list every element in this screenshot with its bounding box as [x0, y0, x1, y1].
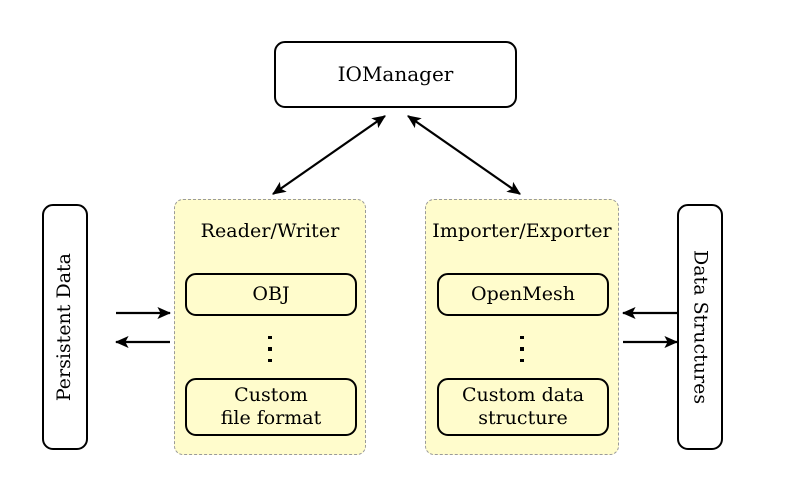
- node-iomanager[interactable]: IOManager: [274, 41, 517, 108]
- ellipsis-reader-writer: [175, 336, 365, 362]
- node-custom-data-structure-label: Custom data structure: [461, 383, 585, 429]
- group-importer-exporter-title: Importer/Exporter: [432, 220, 612, 242]
- node-persistent-data[interactable]: Persistent Data: [42, 204, 88, 450]
- node-data-structures-label: Data Structures: [689, 249, 712, 405]
- node-openmesh-label: OpenMesh: [471, 282, 575, 305]
- node-iomanager-label: IOManager: [337, 62, 454, 87]
- group-importer-exporter: Importer/Exporter OpenMesh Custom data s…: [425, 199, 619, 455]
- node-openmesh[interactable]: OpenMesh: [437, 273, 609, 316]
- arrow-iomanager-importerexporter: [407, 115, 521, 195]
- arrow-iomanager-readerwriter: [272, 115, 386, 195]
- node-obj-label: OBJ: [252, 282, 290, 305]
- node-obj[interactable]: OBJ: [185, 273, 357, 316]
- group-reader-writer: Reader/Writer OBJ Custom file format: [174, 199, 366, 455]
- node-data-structures[interactable]: Data Structures: [677, 204, 723, 450]
- node-persistent-data-label: Persistent Data: [53, 252, 76, 402]
- group-reader-writer-title: Reader/Writer: [200, 220, 340, 242]
- ellipsis-importer-exporter: [426, 336, 618, 362]
- node-custom-file-format-label: Custom file format: [220, 383, 322, 429]
- node-custom-file-format[interactable]: Custom file format: [185, 378, 357, 436]
- node-custom-data-structure[interactable]: Custom data structure: [437, 378, 609, 436]
